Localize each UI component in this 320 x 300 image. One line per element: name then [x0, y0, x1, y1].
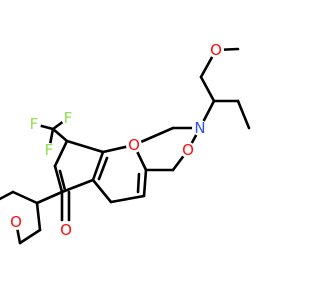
fluorine-atom: F: [61, 109, 75, 127]
bond: [53, 139, 69, 168]
bond: [0, 190, 15, 201]
bond: [53, 164, 64, 194]
bond: [199, 75, 216, 103]
fluorine-label: F: [64, 109, 73, 127]
bond: [236, 99, 251, 130]
bond: [11, 190, 39, 205]
chemical-structure-diagram: O N O O F F F O: [0, 41, 251, 245]
bond: [91, 150, 105, 182]
nitrogen-atom: N: [192, 119, 208, 137]
fluorine-label: F: [30, 115, 39, 133]
bond: [35, 201, 42, 232]
fluorine-atom: F: [42, 141, 56, 159]
bond: [91, 178, 113, 204]
oxygen-label: O: [128, 136, 140, 154]
atom-layer: O N O O F F F O: [8, 41, 224, 239]
oxygen-label: O: [10, 213, 22, 231]
bond: [97, 156, 109, 181]
oxygen-atom: O: [8, 213, 24, 231]
bond: [136, 172, 141, 194]
bond: [142, 168, 148, 198]
bond: [109, 194, 146, 204]
bond: [18, 228, 42, 245]
fluorine-label: F: [45, 141, 54, 159]
oxygen-label: O: [182, 141, 194, 159]
bond: [51, 127, 69, 143]
bond: [60, 178, 95, 194]
structure-canvas: O N O O F F F O: [0, 41, 251, 245]
oxygen-label: O: [210, 41, 222, 59]
bond: [35, 190, 64, 205]
oxygen-atom: O: [58, 221, 74, 239]
bond-layer: [0, 47, 251, 245]
fluorine-atom: F: [27, 115, 41, 133]
oxygen-atom: O: [126, 136, 142, 154]
oxygen-atom: O: [208, 41, 224, 59]
bond: [58, 169, 67, 192]
oxygen-atom: O: [180, 141, 196, 159]
bond: [65, 139, 105, 154]
nitrogen-label: N: [194, 119, 205, 137]
oxygen-label: O: [60, 221, 72, 239]
